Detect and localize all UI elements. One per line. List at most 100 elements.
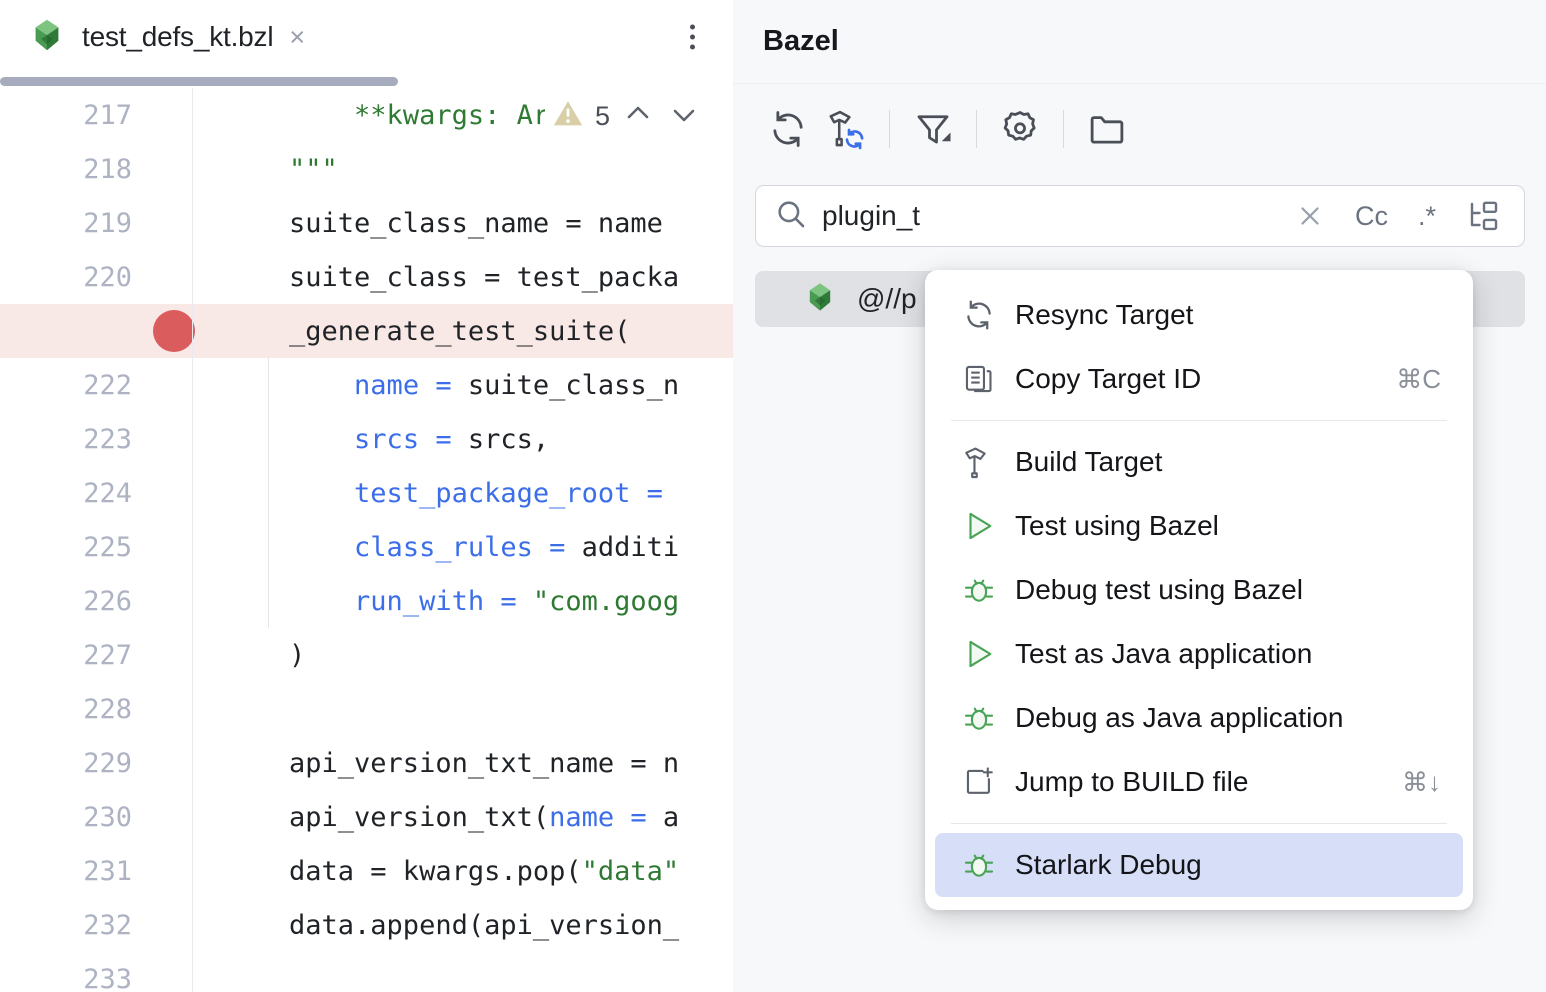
build-and-resync-icon[interactable] <box>817 100 875 158</box>
line-number: 227 <box>83 639 132 671</box>
line-number: 226 <box>83 585 132 617</box>
chevron-up-icon[interactable] <box>620 96 656 137</box>
line-number: 228 <box>83 693 132 725</box>
tree-view-icon[interactable] <box>1458 198 1510 234</box>
match-case-toggle[interactable]: Cc <box>1347 201 1396 232</box>
menu-item[interactable]: Resync Target <box>935 283 1463 347</box>
menu-item[interactable]: Jump to BUILD file ⌘↓ <box>935 750 1463 814</box>
code-line[interactable]: 232 data.append(api_version_ <box>0 898 733 952</box>
clear-search-icon[interactable] <box>1287 201 1333 231</box>
breakpoint-icon[interactable] <box>153 310 195 352</box>
code-line-text: data = kwargs.pop("data" <box>224 855 680 887</box>
code-line-text: name = suite_class_n <box>354 369 680 401</box>
code-line[interactable]: 223 srcs = srcs, <box>0 412 733 466</box>
gutter-slot[interactable] <box>150 574 192 628</box>
bazel-leaf-icon <box>28 16 66 59</box>
menu-item[interactable]: Debug as Java application <box>935 686 1463 750</box>
line-number: 232 <box>83 909 132 941</box>
indent-guide <box>268 358 269 628</box>
editor-tab[interactable]: test_defs_kt.bzl × <box>0 0 323 74</box>
gutter-slot[interactable] <box>150 250 192 304</box>
warning-triangle-icon <box>551 97 585 136</box>
filter-icon[interactable] <box>904 100 962 158</box>
menu-separator <box>951 823 1447 824</box>
code-line[interactable]: 221 _generate_test_suite( <box>0 304 733 358</box>
code-line-text: _generate_test_suite( <box>224 315 631 347</box>
gutter-slot[interactable] <box>150 952 192 992</box>
gutter-slot[interactable] <box>150 304 195 358</box>
code-line[interactable]: 218 """ <box>0 142 733 196</box>
code-line[interactable]: 225 class_rules = additi <box>0 520 733 574</box>
gutter-slot[interactable] <box>150 142 192 196</box>
code-line-text: api_version_txt(name = a <box>224 801 680 833</box>
code-line-text: """ <box>289 153 338 185</box>
bazel-toolbar <box>733 85 1546 173</box>
menu-item-label: Jump to BUILD file <box>1015 766 1249 797</box>
editor-horizontal-scrollbar[interactable] <box>0 74 733 88</box>
menu-item-shortcut: ⌘C <box>1396 363 1441 394</box>
code-line[interactable]: 220 suite_class = test_packa <box>0 250 733 304</box>
gutter-divider <box>192 88 193 992</box>
line-number: 231 <box>83 855 132 887</box>
menu-item[interactable]: Test as Java application <box>935 622 1463 686</box>
gutter-slot[interactable] <box>150 682 192 736</box>
target-label: @//p <box>857 283 917 314</box>
code-line[interactable]: 231 data = kwargs.pop("data" <box>0 844 733 898</box>
debug-bug-icon <box>961 847 997 883</box>
gutter-slot[interactable] <box>150 358 192 412</box>
gutter-slot[interactable] <box>150 412 192 466</box>
code-line-text: suite_class_name = name <box>224 207 663 239</box>
line-number: 220 <box>83 261 132 293</box>
line-number: 229 <box>83 747 132 779</box>
gutter-slot[interactable] <box>150 88 192 142</box>
chevron-down-icon[interactable] <box>666 96 702 137</box>
code-line[interactable]: 227 ) <box>0 628 733 682</box>
gutter-slot[interactable] <box>150 790 192 844</box>
code-line[interactable]: 222 name = suite_class_n <box>0 358 733 412</box>
code-line[interactable]: 224 test_package_root = <box>0 466 733 520</box>
code-line-text: **kwargs: Ar <box>354 99 550 131</box>
code-line-text: suite_class = test_packa <box>224 261 680 293</box>
code-line[interactable]: 230 api_version_txt(name = a <box>0 790 733 844</box>
code-line-text: test_package_root = <box>354 477 663 509</box>
folder-icon[interactable] <box>1078 100 1136 158</box>
menu-item[interactable]: Test using Bazel <box>935 494 1463 558</box>
menu-item-label: Resync Target <box>1015 299 1194 330</box>
run-play-icon <box>961 636 997 672</box>
scrollbar-thumb[interactable] <box>0 77 398 86</box>
code-line[interactable]: 226 run_with = "com.goog <box>0 574 733 628</box>
code-line[interactable]: 228 <box>0 682 733 736</box>
menu-item-shortcut: ⌘↓ <box>1402 766 1441 797</box>
menu-item[interactable]: Debug test using Bazel <box>935 558 1463 622</box>
gutter-slot[interactable] <box>150 898 192 952</box>
target-context-menu[interactable]: Resync Target Copy Target ID ⌘C Build Ta… <box>925 270 1473 910</box>
code-line[interactable]: 233 <box>0 952 733 992</box>
menu-item[interactable]: Build Target <box>935 430 1463 494</box>
gutter-slot[interactable] <box>150 628 192 682</box>
menu-item-label: Test using Bazel <box>1015 510 1219 541</box>
gutter-slot[interactable] <box>150 196 192 250</box>
line-number: 233 <box>83 963 132 992</box>
gutter-slot[interactable] <box>150 520 192 574</box>
code-line-text: ) <box>224 639 306 671</box>
bazel-leaf-icon <box>803 280 837 319</box>
gutter-slot[interactable] <box>150 736 192 790</box>
code-line[interactable]: 219 suite_class_name = name <box>0 196 733 250</box>
inspection-widget[interactable]: 5 <box>545 94 709 139</box>
menu-item[interactable]: Copy Target ID ⌘C <box>935 347 1463 411</box>
close-icon[interactable]: × <box>289 21 306 52</box>
resync-icon[interactable] <box>759 100 817 158</box>
menu-item[interactable]: Starlark Debug <box>935 833 1463 897</box>
code-line[interactable]: 217 **kwargs: Ar <box>0 88 733 142</box>
gutter-slot[interactable] <box>150 466 192 520</box>
code-line[interactable]: 229 api_version_txt_name = n <box>0 736 733 790</box>
search-field[interactable]: plugin_t Cc .* <box>755 185 1525 247</box>
editor-tab-title: test_defs_kt.bzl <box>82 21 274 52</box>
gutter-slot[interactable] <box>150 844 192 898</box>
more-options-icon[interactable] <box>690 24 695 50</box>
copy-icon <box>961 361 997 397</box>
search-input[interactable]: plugin_t <box>822 200 921 231</box>
gear-icon[interactable] <box>991 100 1049 158</box>
regex-toggle[interactable]: .* <box>1410 201 1444 232</box>
